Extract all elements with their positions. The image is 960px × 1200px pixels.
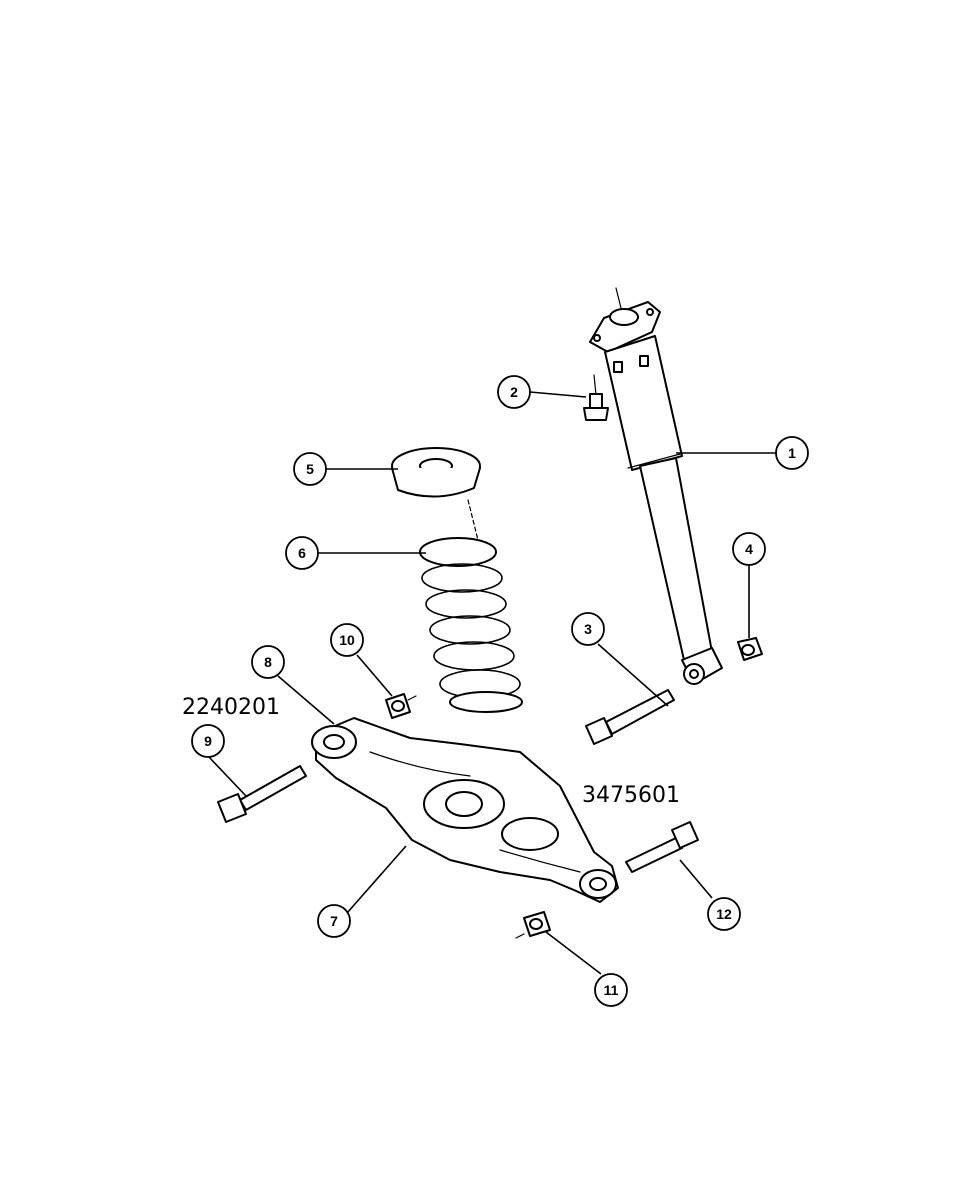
callout-label: 10 <box>339 632 355 648</box>
callout-label: 2 <box>510 384 518 400</box>
arm-outer-nut <box>515 911 551 939</box>
upper-mount-bolt <box>583 374 609 421</box>
callout-2: 2 <box>497 375 531 409</box>
callout-9: 9 <box>191 724 225 758</box>
callout-7: 7 <box>317 904 351 938</box>
callout-label: 7 <box>330 913 338 929</box>
callout-11: 11 <box>594 973 628 1007</box>
callout-label: 1 <box>788 445 796 461</box>
shock-lower-bolt <box>585 689 675 745</box>
callout-label: 6 <box>298 545 306 561</box>
callout-label: 12 <box>716 906 732 922</box>
callout-label: 11 <box>604 982 619 998</box>
coil-spring <box>419 537 523 713</box>
callout-8: 8 <box>251 645 285 679</box>
callout-label: 4 <box>745 541 753 557</box>
callout-label: 5 <box>306 461 314 477</box>
arm-nut-upper <box>385 693 417 719</box>
callout-1: 1 <box>775 436 809 470</box>
callout-label: 9 <box>204 733 212 749</box>
spring-seat <box>391 447 481 541</box>
callout-3: 3 <box>571 612 605 646</box>
shock-absorber <box>589 287 723 685</box>
callout-12: 12 <box>707 897 741 931</box>
part-number-3475601: 3475601 <box>582 783 680 808</box>
callout-6: 6 <box>285 536 319 570</box>
arm-outer-bolt <box>625 821 699 873</box>
callout-5: 5 <box>293 452 327 486</box>
part-number-2240201: 2240201 <box>182 695 280 720</box>
callout-label: 3 <box>584 621 592 637</box>
arm-inner-bolt <box>217 765 307 823</box>
lower-control-arm <box>311 717 619 903</box>
callout-10: 10 <box>330 623 364 657</box>
callout-label: 8 <box>264 654 272 670</box>
callout-4: 4 <box>732 532 766 566</box>
leader-lines <box>207 391 776 975</box>
shock-lower-nut <box>737 637 763 661</box>
